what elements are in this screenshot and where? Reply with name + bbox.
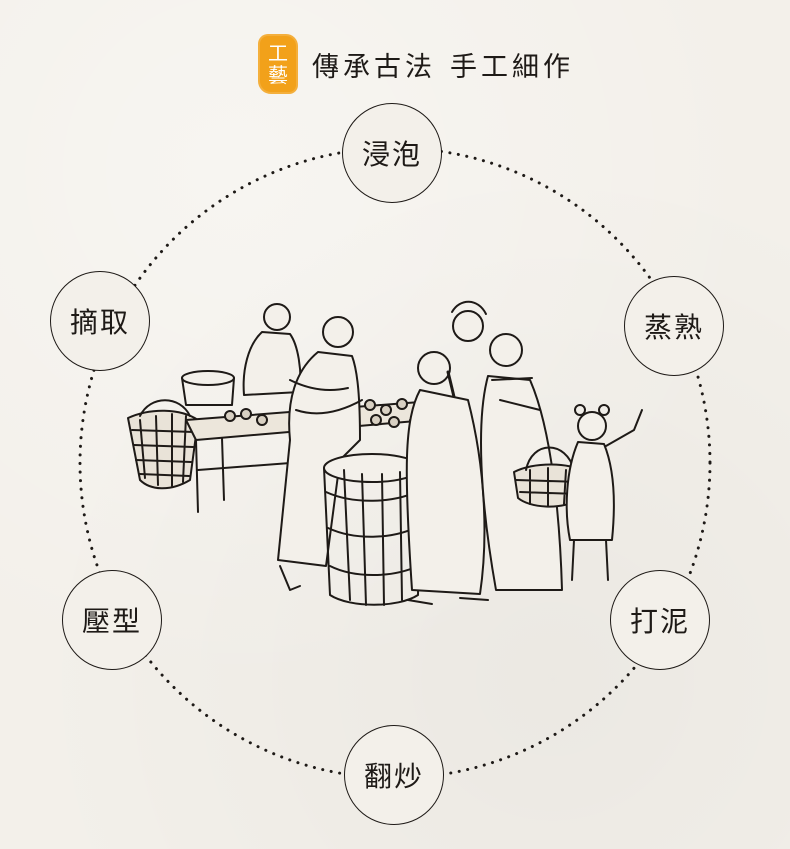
step-press-mold[interactable]: 壓型 [62, 570, 162, 670]
step-steam-label: 蒸熟 [643, 311, 704, 344]
step-pick-label: 摘取 [69, 306, 130, 339]
step-stir-fry-label: 翻炒 [363, 760, 424, 793]
craft-seal-stamp: 工 藝 [258, 34, 298, 94]
step-soak[interactable]: 浸泡 [342, 103, 442, 203]
vendor-illustration-icon [127, 300, 643, 606]
step-soak-label: 浸泡 [361, 138, 422, 171]
step-mash[interactable]: 打泥 [610, 570, 710, 670]
header: 工 藝 傳承古法手工細作 [258, 32, 574, 96]
seal-top-char: 工 [268, 41, 288, 65]
step-mash-label: 打泥 [629, 605, 690, 638]
step-pick[interactable]: 摘取 [50, 271, 150, 371]
seal-bottom-char: 藝 [268, 63, 288, 87]
step-steam[interactable]: 蒸熟 [624, 276, 724, 376]
step-press-mold-label: 壓型 [81, 605, 142, 638]
title-part-2: 手工細作 [450, 51, 574, 83]
page-title: 傳承古法手工細作 [312, 45, 574, 84]
process-cycle-ring [78, 146, 712, 780]
step-stir-fry[interactable]: 翻炒 [344, 725, 444, 825]
title-part-1: 傳承古法 [312, 51, 436, 83]
